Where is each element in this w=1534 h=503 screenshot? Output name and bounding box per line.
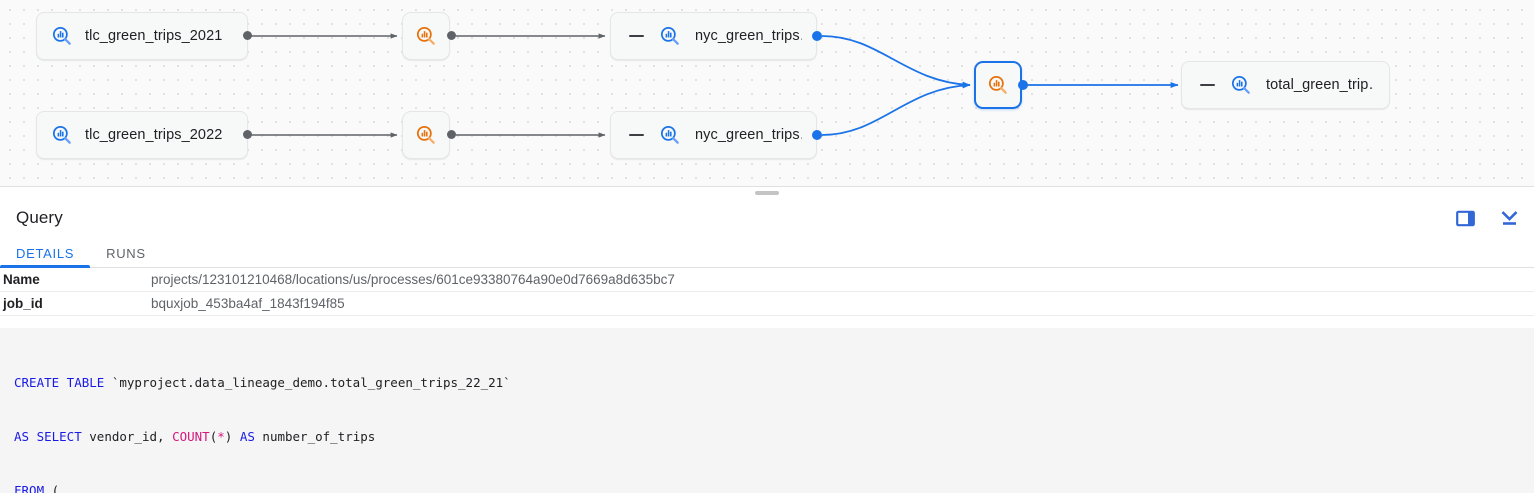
collapse-node-icon[interactable]	[1198, 76, 1216, 94]
bigquery-table-icon	[659, 25, 681, 47]
tab-details[interactable]: DETAILS	[0, 239, 91, 268]
lineage-node-process-2[interactable]	[402, 111, 450, 159]
bigquery-process-icon	[415, 25, 437, 47]
table-row: Name projects/123101210468/locations/us/…	[0, 268, 1534, 292]
page-title: Query	[16, 208, 63, 227]
table-row: job_id bquxjob_453ba4af_1843f194f85	[0, 292, 1534, 316]
lineage-node-label: total_green_trip…	[1266, 77, 1375, 93]
node-output-port[interactable]	[812, 130, 822, 140]
lineage-node-total-green-trips[interactable]: total_green_trip…	[1181, 61, 1390, 109]
detail-key: Name	[3, 272, 40, 287]
query-details-panel: Query DETAILS RUNS Name projects/1231012…	[0, 197, 1534, 503]
lineage-node-label: tlc_green_trips_2022	[85, 127, 223, 143]
tab-runs[interactable]: RUNS	[106, 245, 146, 261]
detail-value: bquxjob_453ba4af_1843f194f85	[151, 296, 345, 311]
lineage-node-process-1[interactable]	[402, 12, 450, 60]
code-line: FROM (	[14, 483, 60, 493]
bigquery-table-icon	[51, 124, 73, 146]
lineage-graph-canvas[interactable]: tlc_green_trips_2021 tlc_green_trips_202…	[0, 0, 1534, 186]
code-line: CREATE TABLE `myproject.data_lineage_dem…	[14, 375, 511, 390]
node-output-port[interactable]	[243, 31, 252, 40]
lineage-node-nyc-green-trips-2022[interactable]: nyc_green_trips…	[610, 111, 817, 159]
lineage-node-label: tlc_green_trips_2021	[85, 28, 223, 44]
code-line: AS SELECT vendor_id, COUNT(*) AS number_…	[14, 429, 376, 444]
collapse-node-icon[interactable]	[627, 27, 645, 45]
lineage-node-tlc-green-trips-2021[interactable]: tlc_green_trips_2021	[36, 12, 248, 60]
bigquery-table-icon	[659, 124, 681, 146]
detail-value: projects/123101210468/locations/us/proce…	[151, 272, 675, 287]
lineage-node-tlc-green-trips-2022[interactable]: tlc_green_trips_2022	[36, 111, 248, 159]
splitter-drag-handle[interactable]	[755, 191, 779, 195]
panel-actions	[1454, 207, 1520, 229]
split-panel-icon[interactable]	[1454, 207, 1476, 229]
lineage-node-label: nyc_green_trips…	[695, 28, 802, 44]
node-output-port[interactable]	[447, 31, 456, 40]
panel-header: Query	[0, 197, 1534, 239]
node-output-port[interactable]	[243, 130, 252, 139]
bigquery-process-icon	[415, 124, 437, 146]
detail-key: job_id	[3, 296, 43, 311]
lineage-node-process-selected[interactable]	[974, 61, 1022, 109]
bigquery-table-icon	[51, 25, 73, 47]
details-table: Name projects/123101210468/locations/us/…	[0, 268, 1534, 316]
bigquery-process-icon	[987, 74, 1009, 96]
node-output-port[interactable]	[812, 31, 822, 41]
node-output-port[interactable]	[447, 130, 456, 139]
query-sql-code-block[interactable]: CREATE TABLE `myproject.data_lineage_dem…	[0, 328, 1534, 493]
collapse-node-icon[interactable]	[627, 126, 645, 144]
bigquery-table-icon	[1230, 74, 1252, 96]
lineage-node-nyc-green-trips-2021[interactable]: nyc_green_trips…	[610, 12, 817, 60]
details-tabs[interactable]: DETAILS RUNS	[0, 239, 1534, 268]
panel-splitter[interactable]	[0, 186, 1534, 197]
lineage-node-label: nyc_green_trips…	[695, 127, 802, 143]
node-output-port[interactable]	[1018, 80, 1028, 90]
collapse-panel-icon[interactable]	[1498, 207, 1520, 229]
